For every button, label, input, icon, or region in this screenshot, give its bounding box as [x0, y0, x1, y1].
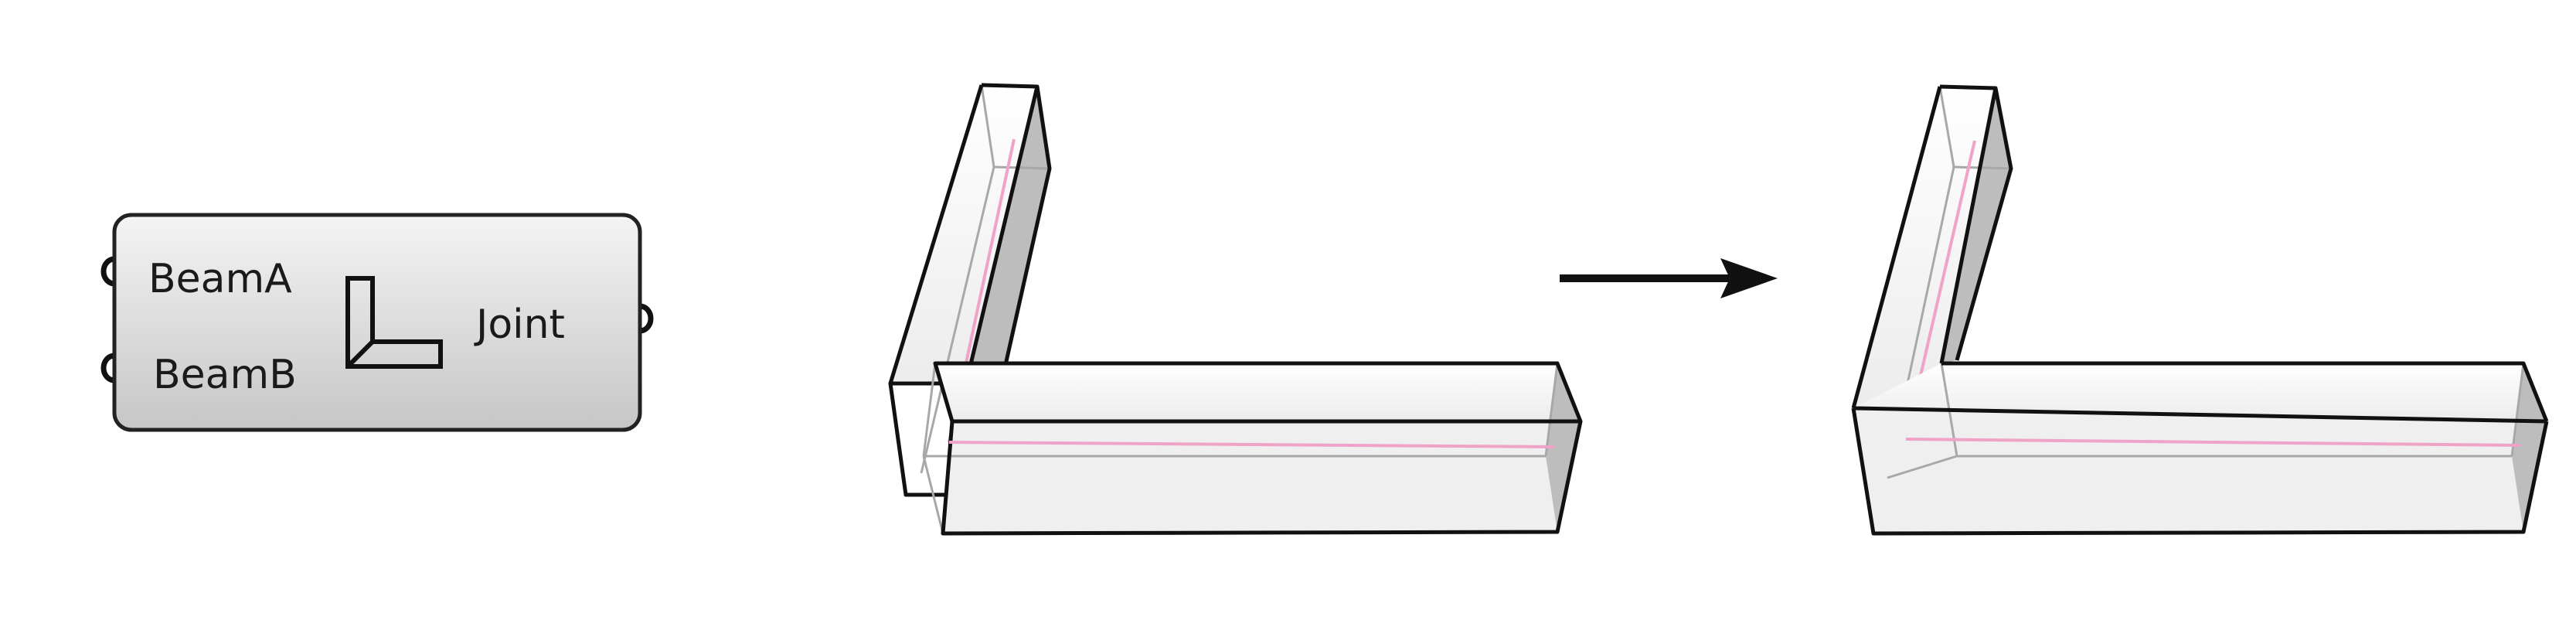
- input-label-beamb: BeamB: [153, 352, 297, 398]
- l-joint-icon: [345, 276, 443, 369]
- right-arrow-icon: [1560, 258, 1778, 298]
- vertical-beam-mitred: [1851, 84, 2013, 479]
- output-grip-joint[interactable]: [639, 303, 654, 334]
- input-grip-beama[interactable]: [100, 256, 115, 287]
- horizontal-beam: [922, 361, 1583, 536]
- horizontal-beam-mitred: [1851, 361, 2549, 536]
- output-label-joint: Joint: [474, 302, 565, 348]
- grasshopper-component[interactable]: BeamA BeamB Joint: [100, 213, 654, 432]
- beams-after: [1851, 84, 2549, 536]
- horizontal-beam-centerline: [948, 441, 1556, 448]
- horizontal-beam-mitred-centerline: [1905, 438, 2522, 447]
- input-grip-beamb[interactable]: [100, 353, 115, 383]
- input-label-beama: BeamA: [148, 256, 292, 302]
- beams-before: [888, 83, 1583, 536]
- component-body[interactable]: [112, 213, 642, 432]
